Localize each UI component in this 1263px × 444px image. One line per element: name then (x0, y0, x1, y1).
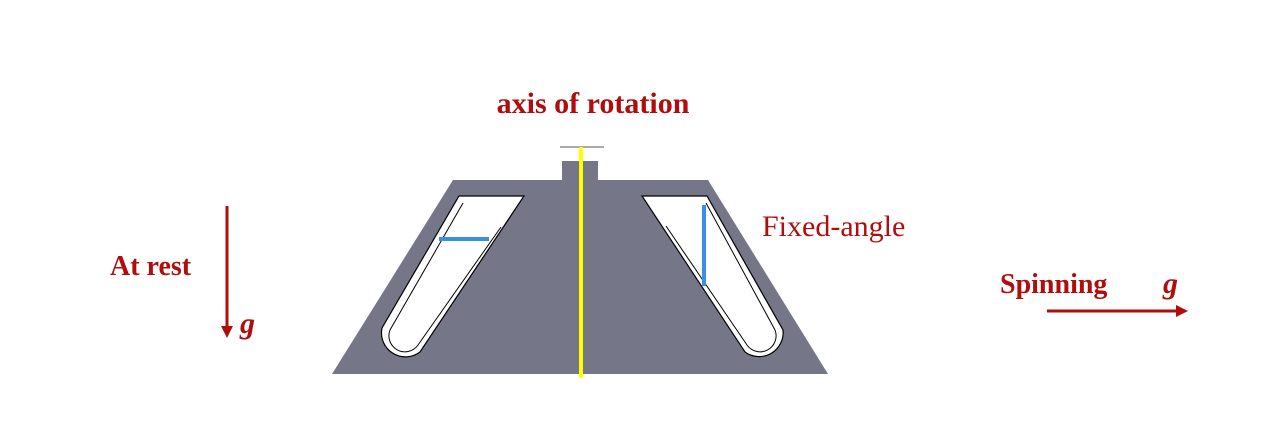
spinning-g-label: g (1162, 267, 1178, 300)
spinning-label: Spinning (1000, 269, 1107, 300)
axis-of-rotation-title: axis of rotation (497, 87, 690, 120)
arrow-right-head-icon (1176, 305, 1188, 317)
right-tube (640, 195, 784, 358)
arrow-down-head-icon (221, 326, 233, 338)
at-rest-label: At rest (110, 251, 192, 282)
fixed-angle-label: Fixed-angle (762, 210, 905, 243)
at-rest-g-label: g (239, 307, 255, 340)
left-tube (380, 195, 526, 358)
